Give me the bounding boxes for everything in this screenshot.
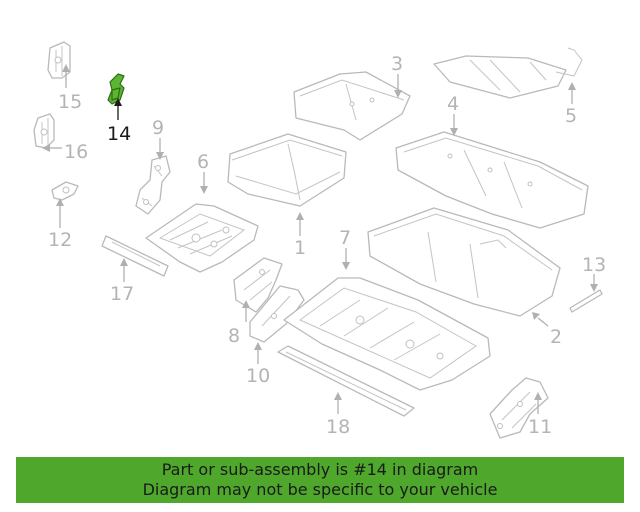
part-3-seat-cushion [293, 71, 411, 141]
callout-3: 3 [391, 53, 403, 75]
leader-lines [42, 64, 598, 414]
part-8-bracket [233, 257, 283, 313]
callout-14: 14 [107, 123, 131, 145]
part-18-bar [277, 345, 415, 417]
callout-8: 8 [228, 325, 240, 347]
part-12-clip [51, 181, 79, 201]
callout-1: 1 [294, 237, 306, 259]
callout-13: 13 [582, 254, 606, 276]
callout-7: 7 [339, 227, 351, 249]
callout-5: 5 [565, 105, 577, 127]
part-13-rod [569, 289, 603, 313]
callout-18: 18 [326, 416, 350, 438]
part-14-bracket-highlighted [107, 73, 125, 105]
info-banner: Part or sub-assembly is #14 in diagram D… [16, 457, 624, 503]
callout-11: 11 [528, 416, 552, 438]
part-9-bracket [135, 155, 171, 215]
callout-4: 4 [447, 93, 459, 115]
part-16-bracket [33, 113, 55, 149]
callout-6: 6 [197, 151, 209, 173]
callout-10: 10 [246, 365, 270, 387]
part-7-seat-frame [283, 277, 491, 391]
part-6-seat-frame [145, 203, 259, 273]
part-15-bracket [47, 41, 71, 79]
part-4-seat-cushion [395, 131, 589, 229]
callout-12: 12 [48, 229, 72, 251]
part-2-seat-cushion [367, 207, 561, 317]
part-1-seat-cushion [227, 133, 347, 207]
banner-line-2: Diagram may not be specific to your vehi… [142, 480, 498, 499]
callout-15: 15 [58, 91, 82, 113]
callout-17: 17 [110, 283, 134, 305]
banner-line-1: Part or sub-assembly is #14 in diagram [161, 460, 479, 479]
part-17-plate [101, 235, 169, 277]
callout-2: 2 [550, 326, 562, 348]
part-11-bracket [489, 377, 549, 439]
callout-numbers: 15 14 16 12 9 6 17 1 3 4 5 7 13 2 8 10 1… [48, 53, 606, 438]
callout-9: 9 [152, 117, 164, 139]
callout-16: 16 [64, 141, 88, 163]
part-5-pad [433, 47, 583, 99]
